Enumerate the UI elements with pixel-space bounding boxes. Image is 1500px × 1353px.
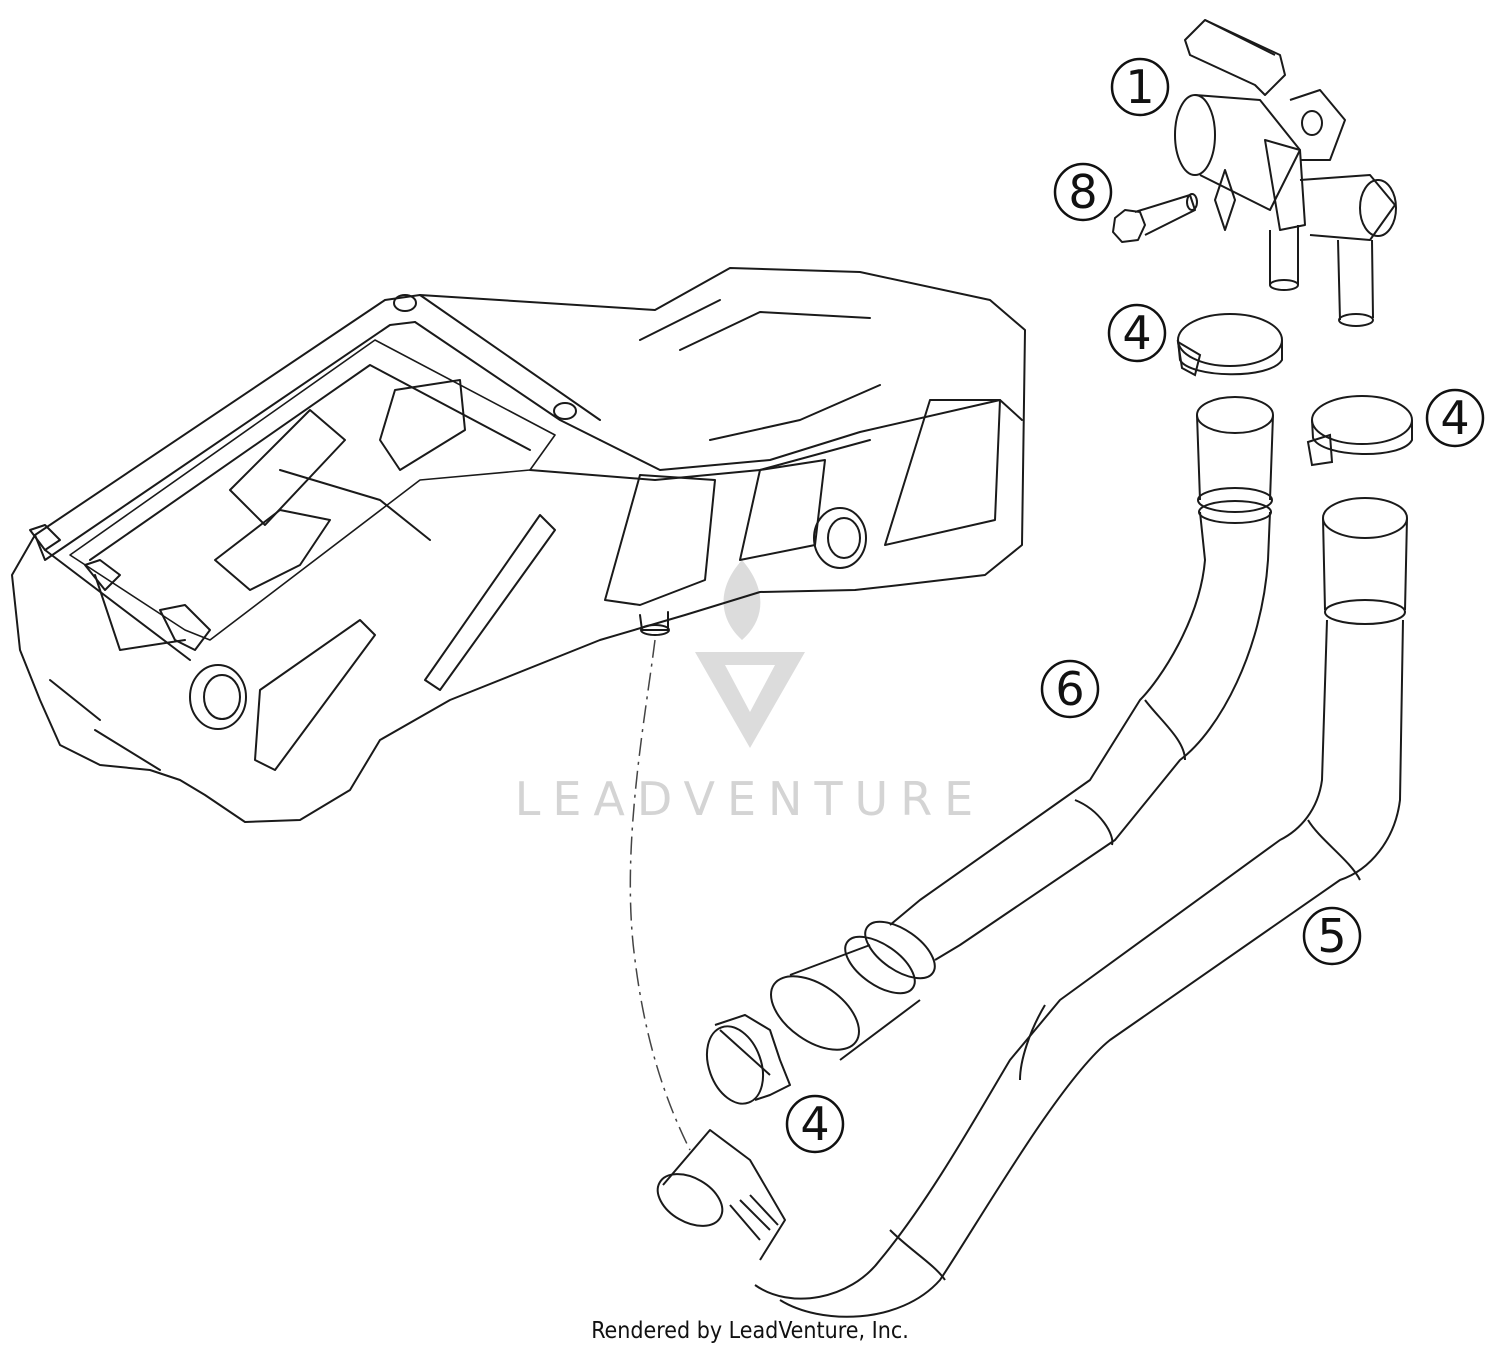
callout-1: 1 xyxy=(1110,57,1170,117)
footer-credit: Rendered by LeadVenture, Inc. xyxy=(591,1318,909,1344)
hose-clamp-part-4-right xyxy=(1306,395,1413,467)
svg-text:4: 4 xyxy=(1122,306,1151,360)
hose-part-5 xyxy=(656,497,1408,1318)
svg-text:4: 4 xyxy=(800,1097,829,1151)
callout-4-right: 4 xyxy=(1425,388,1485,448)
watermark-text: LEADVENTURE xyxy=(515,772,986,826)
valve-part-1 xyxy=(1174,19,1397,327)
callout-6: 6 xyxy=(1040,659,1100,719)
hose-clamp-part-4-upper xyxy=(1176,313,1283,377)
svg-text:4: 4 xyxy=(1440,391,1469,445)
callout-8: 8 xyxy=(1053,162,1113,222)
bolt-part-8 xyxy=(1112,193,1198,243)
svg-text:6: 6 xyxy=(1055,662,1084,716)
svg-text:5: 5 xyxy=(1317,909,1346,963)
hose-part-6 xyxy=(770,396,1274,1061)
watermark-v-icon xyxy=(695,652,805,748)
svg-text:1: 1 xyxy=(1125,60,1154,114)
connection-dash-line xyxy=(629,639,691,1151)
watermark: LEADVENTURE xyxy=(515,560,986,826)
callout-4-lower: 4 xyxy=(785,1094,845,1154)
callout-4-upper: 4 xyxy=(1107,303,1167,363)
cap-part-4-lower xyxy=(705,1014,791,1105)
air-filter-box xyxy=(11,267,1026,823)
watermark-flame-icon xyxy=(723,560,761,640)
callout-5: 5 xyxy=(1302,906,1362,966)
svg-text:8: 8 xyxy=(1068,165,1097,219)
